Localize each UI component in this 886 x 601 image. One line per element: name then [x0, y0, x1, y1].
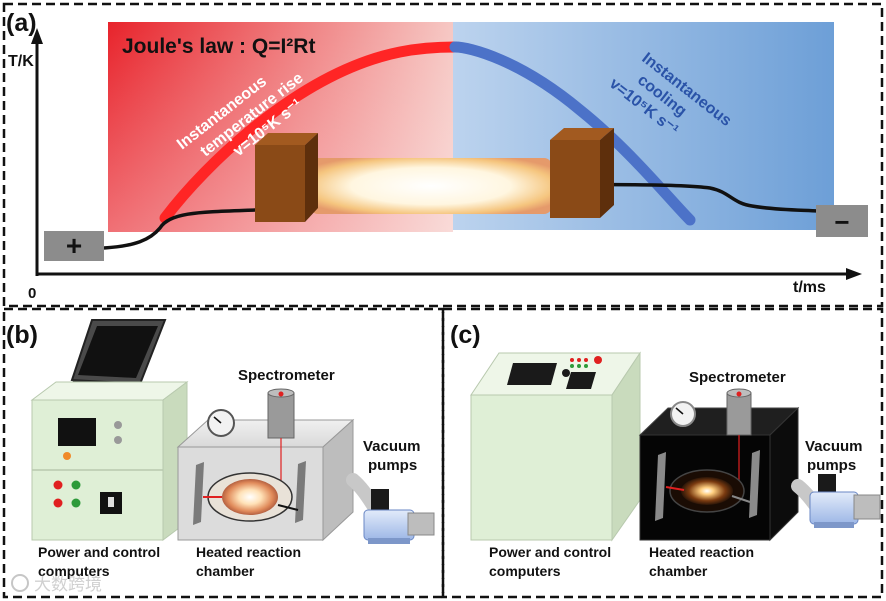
power-control-computer-c [470, 394, 613, 541]
led-c-4 [570, 364, 574, 368]
heated-sample [310, 158, 552, 214]
pump-motor [371, 489, 389, 513]
c-computers-label-1: Power and control [489, 544, 611, 560]
left-electrode [255, 145, 305, 222]
panel-a-label: (a) [6, 9, 37, 37]
panel-b-label: (b) [6, 321, 38, 349]
pump-base [368, 538, 410, 544]
joule-law-formula: Joule's law : Q=I²Rt [122, 35, 315, 58]
c-spectrometer-label: Spectrometer [689, 369, 786, 386]
vacuum-pump-c [809, 491, 859, 525]
cabinet-c-screen-2 [566, 372, 596, 389]
red-button-1 [53, 480, 63, 490]
cabinet-c-knob [562, 369, 570, 377]
led-c-big [594, 356, 602, 364]
pump-c-base [814, 522, 854, 528]
watermark-logo-icon [11, 574, 29, 592]
y-axis-arrow [31, 28, 43, 44]
monitor-screen [78, 326, 158, 378]
led-c-1 [570, 358, 574, 362]
origin-label: 0 [28, 285, 36, 302]
orange-led [63, 452, 71, 460]
vacuum-pump [363, 509, 415, 541]
spectrometer-c [726, 392, 752, 436]
chamber-top [176, 419, 355, 448]
b-chamber-label-1: Heated reaction [196, 544, 301, 560]
gray-knob-2 [114, 436, 122, 444]
left-electrode-top [255, 133, 318, 145]
c-vacuum-label-2: pumps [807, 457, 856, 474]
panel-c-border [441, 307, 884, 599]
wire-right [277, 504, 299, 511]
right-electrode-side [600, 128, 614, 218]
led-c-3 [584, 358, 588, 362]
pump-c-housing [853, 494, 881, 520]
panel-a: (a) T/K t/ms 0 + − Joule [2, 2, 884, 308]
c-computers-label-2: computers [489, 563, 561, 579]
red-button-2 [53, 498, 63, 508]
glowing-sample-c [681, 477, 733, 505]
electrode-c-left [655, 452, 666, 521]
cabinet-display [58, 418, 96, 446]
right-electrode [550, 140, 600, 218]
rotary-switch-handle [108, 497, 114, 507]
led-c-2 [577, 358, 581, 362]
negative-terminal-label: − [834, 207, 849, 237]
glowing-sample [222, 479, 278, 515]
b-vacuum-label-2: pumps [368, 457, 417, 474]
c-chamber-label-2: chamber [649, 563, 708, 579]
panel-b: (b) [2, 307, 445, 599]
panel-c-label: (c) [450, 321, 481, 349]
b-computers-label-1: Power and control [38, 544, 160, 560]
wire-c-right [731, 495, 751, 503]
b-vacuum-label-1: Vacuum [363, 438, 421, 455]
b-spectrometer-label: Spectrometer [238, 367, 335, 384]
y-axis-label: T/K [8, 53, 34, 70]
electrode-left [193, 462, 204, 525]
led-c-6 [584, 364, 588, 368]
b-chamber-label-2: chamber [196, 563, 255, 579]
led-c-5 [577, 364, 581, 368]
gauge-c-needle [675, 407, 684, 415]
electrode-c-right [749, 450, 760, 518]
spectrometer [267, 392, 295, 439]
cabinet-top [30, 381, 189, 401]
green-button-2 [71, 498, 81, 508]
wire-c-left [665, 486, 685, 491]
negative-terminal [816, 205, 868, 237]
green-button-1 [71, 480, 81, 490]
spectrometer-c-led [736, 391, 742, 397]
watermark-text: 大数跨境 [34, 575, 102, 594]
positive-terminal-label: + [66, 230, 82, 261]
pump-housing [407, 512, 435, 536]
heating-curve [159, 41, 461, 224]
b-computers-label-2: computers [38, 563, 110, 579]
c-vacuum-label-1: Vacuum [805, 438, 863, 455]
positive-terminal [44, 231, 104, 261]
x-axis-label: t/ms [793, 279, 826, 296]
gray-knob-1 [114, 421, 122, 429]
spectrometer-led [278, 391, 284, 397]
right-electrode-top [550, 128, 614, 140]
left-electrode-side [305, 133, 318, 222]
panel-c: (c) [441, 307, 884, 599]
cooling-curve [449, 41, 696, 226]
watermark: 大数跨境 [11, 574, 102, 594]
cabinet-c-screen-1 [507, 363, 557, 385]
x-axis-arrow [846, 268, 862, 280]
pump-c-motor [818, 474, 836, 496]
cabinet-c-top [470, 352, 641, 396]
gauge-needle [213, 416, 222, 424]
electrode-right [295, 461, 306, 523]
panel-a-border [2, 2, 884, 308]
c-chamber-label-1: Heated reaction [649, 544, 754, 560]
